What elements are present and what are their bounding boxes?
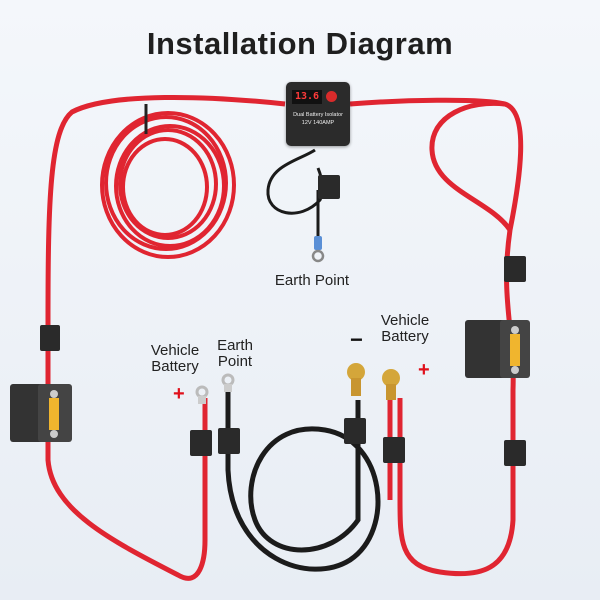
black-cable-loop <box>225 390 381 572</box>
page-title: Installation Diagram <box>146 26 454 61</box>
positive-sign-left: + <box>173 383 185 405</box>
cable-clip <box>504 256 526 282</box>
cable-clip <box>383 437 405 463</box>
red-cable-coil <box>100 111 236 259</box>
label-earth-point-left: Earth Point <box>217 337 253 370</box>
ring-terminal-positive <box>195 385 209 404</box>
positive-sign-right: + <box>418 359 430 381</box>
isolator-name: Dual Battery Isolator <box>293 112 343 118</box>
ring-terminal-earth <box>221 373 235 392</box>
earth-ring-terminal <box>311 236 325 263</box>
label-earth-point-top: Earth Point <box>274 272 350 289</box>
fuse-holder-left <box>10 384 72 442</box>
isolator-rating: 12V 140AMP <box>301 120 335 126</box>
red-cable-right-loop <box>429 100 513 232</box>
fuse-holder-right <box>465 320 530 378</box>
battery-clamp-positive <box>382 369 400 400</box>
isolator-display: 13.6 <box>292 90 322 104</box>
cable-clip <box>218 428 240 454</box>
black-earth-lead <box>266 148 325 240</box>
cable-clip <box>190 430 212 456</box>
label-vehicle-battery-left: Vehicle Battery <box>150 342 200 375</box>
power-icon <box>326 91 337 102</box>
battery-clamp-negative <box>347 363 365 396</box>
cable-clip <box>40 325 60 351</box>
label-vehicle-battery-right: Vehicle Battery <box>380 312 430 345</box>
red-cable-left-run <box>45 94 286 581</box>
battery-isolator: 13.6 Dual Battery Isolator 12V 140AMP <box>286 82 350 146</box>
cable-clip <box>504 440 526 466</box>
negative-sign: − <box>350 327 363 352</box>
cable-clips <box>40 175 526 466</box>
cable-clip <box>344 418 366 444</box>
cable-clip <box>318 175 340 199</box>
